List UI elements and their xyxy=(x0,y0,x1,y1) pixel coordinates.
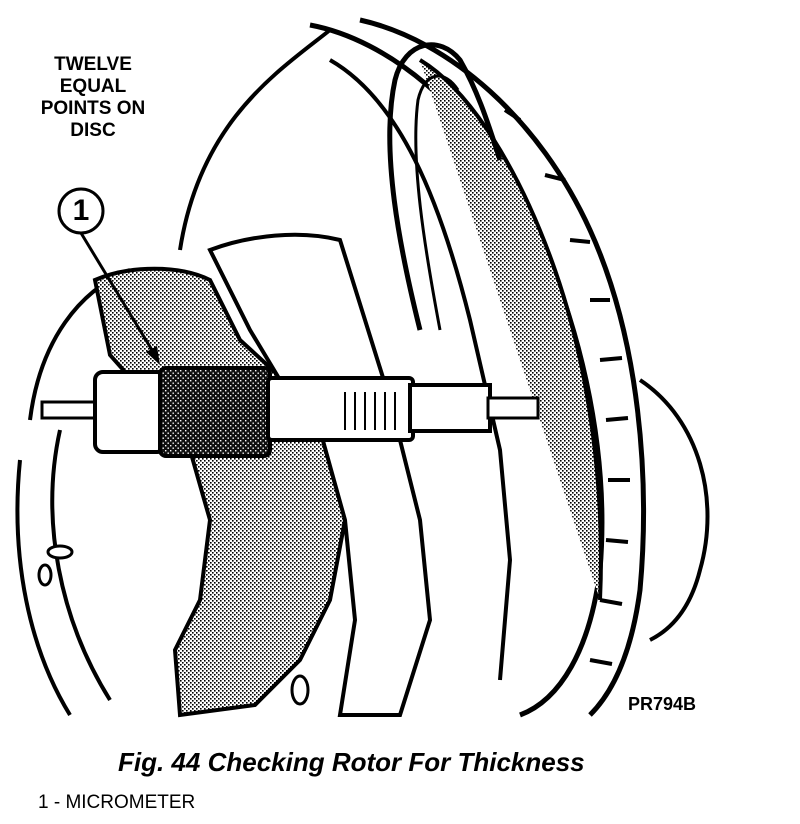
figure-caption: Fig. 44 Checking Rotor For Thickness xyxy=(118,747,585,777)
splash-shield xyxy=(387,42,503,331)
legend-item: 1 - MICROMETER xyxy=(38,792,196,813)
measurement-note-line: DISC xyxy=(70,120,116,141)
micrometer xyxy=(40,366,540,458)
measurement-note-line: POINTS ON xyxy=(40,98,146,119)
callout-arrowhead xyxy=(146,346,160,365)
callout-marker-number: 1 xyxy=(72,194,90,227)
callout-leader-line xyxy=(79,232,157,356)
rotor-micrometer-illustration xyxy=(15,17,710,718)
measurement-note-line: TWELVE xyxy=(54,54,132,75)
hub-face xyxy=(207,232,433,717)
measurement-note: TWELVE EQUAL POINTS ON DISC xyxy=(18,54,168,142)
splash-shield-inner xyxy=(414,74,460,331)
figure-code: PR794B xyxy=(628,694,697,714)
brake-rotor xyxy=(309,17,710,718)
measurement-note-line: EQUAL xyxy=(59,76,127,97)
